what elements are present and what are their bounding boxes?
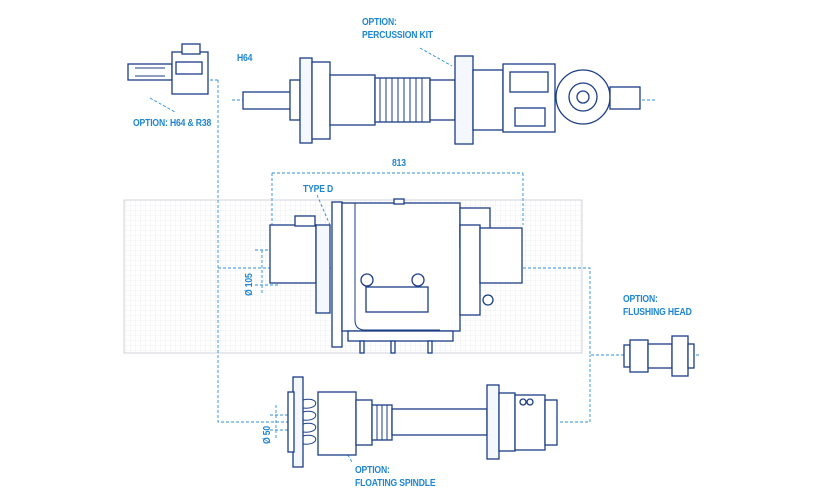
percussion-kit-label: OPTION: PERCUSSION KIT bbox=[362, 16, 433, 42]
diameter-50-label: Ø 50 bbox=[261, 425, 273, 444]
dimension-813-label: 813 bbox=[392, 157, 406, 169]
type-d-label: TYPE D bbox=[303, 183, 334, 195]
label-line: FLUSHING HEAD bbox=[623, 306, 692, 318]
label-line: OPTION: bbox=[623, 293, 658, 305]
label-line: OPTION: bbox=[362, 16, 397, 28]
floating-spindle-drawing bbox=[287, 376, 558, 468]
diameter-105-label: Ø 105 bbox=[243, 273, 255, 296]
flushing-head-label: OPTION: FLUSHING HEAD bbox=[623, 293, 692, 319]
label-line: PERCUSSION KIT bbox=[362, 29, 433, 41]
label-line: FLOATING SPINDLE bbox=[355, 477, 436, 489]
h64-label: H64 bbox=[237, 52, 253, 64]
flushing-head-drawing bbox=[623, 335, 695, 377]
top-drifter-assembly bbox=[242, 55, 641, 145]
floating-spindle-label: OPTION: FLOATING SPINDLE bbox=[355, 464, 436, 490]
h64-r38-label: OPTION: H64 & R38 bbox=[133, 117, 212, 129]
label-line: OPTION: bbox=[355, 464, 390, 476]
h64-r38-adapter-drawing bbox=[127, 43, 209, 95]
main-rotation-unit bbox=[269, 198, 523, 354]
